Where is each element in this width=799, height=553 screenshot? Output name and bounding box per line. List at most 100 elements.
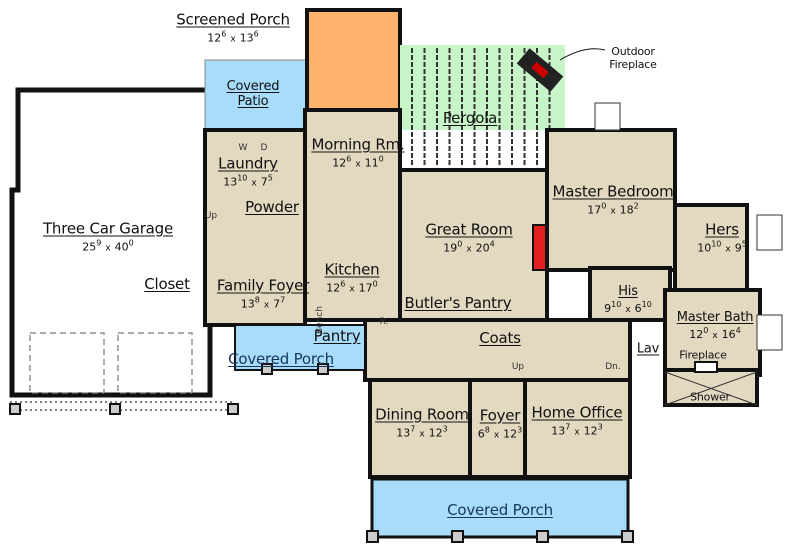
room-name: Family Foyer [216, 276, 310, 295]
dim-feet: 13 [551, 424, 566, 438]
room-label-shower: Shower [690, 391, 730, 404]
room-name: Screened Porch [176, 10, 290, 29]
dim-inches: 10 [611, 300, 622, 309]
room-label-coats: Coats [479, 329, 521, 347]
dim-inches: 0 [378, 154, 384, 164]
room-name: Butler's Pantry [404, 294, 512, 312]
interior-floor [203, 108, 762, 479]
room-name: Morning Rm. [311, 135, 405, 154]
room-name: Coats [479, 329, 521, 347]
dim-inches: 0 [703, 326, 709, 335]
dim-feet: 12 [583, 424, 598, 438]
dim-feet: 17 [587, 203, 602, 217]
room-name: Closet [144, 275, 190, 293]
dim-feet: 7 [273, 297, 281, 311]
dim-separator: x [230, 34, 236, 45]
dim-inches: 3 [597, 422, 603, 432]
bay-windows [594, 102, 783, 351]
room-name: Home Office [531, 403, 623, 422]
dim-inches: 3 [442, 424, 448, 434]
room-name: Shower [690, 390, 730, 404]
dim-separator: x [263, 300, 270, 311]
dim-separator: x [466, 244, 472, 255]
dim-inches: 4 [735, 326, 741, 335]
dim-inches: 0 [457, 239, 463, 249]
covered-porch-side-area [234, 324, 366, 371]
dim-feet: 6 [634, 302, 642, 315]
room-name: Master Bath [676, 310, 754, 325]
dim-inches: 10 [711, 239, 722, 249]
room-name: Covered Porch [228, 350, 334, 368]
dim-feet: 13 [396, 426, 411, 440]
room-name: Dining Room [375, 405, 469, 424]
dim-inches: 9 [96, 238, 102, 248]
dim-feet: 7 [260, 175, 268, 189]
room-name: Lav [636, 341, 660, 357]
room-name: Covered Patio [226, 79, 280, 109]
note-stair-up-main: Up [511, 362, 525, 372]
dim-feet: 17 [358, 281, 373, 295]
dim-feet: 12 [207, 31, 222, 45]
note-stair-dn-main: Dn. [605, 362, 621, 372]
dim-feet: 12 [428, 426, 443, 440]
dim-inches: 0 [601, 201, 607, 211]
dim-separator: x [105, 243, 111, 254]
screened-porch-area [305, 8, 402, 112]
dim-inches: 0 [128, 238, 134, 248]
room-name: Powder [245, 198, 299, 216]
room-name: Covered Porch [447, 501, 553, 519]
dim-feet: 10 [697, 241, 712, 255]
room-name: Great Room [425, 220, 513, 239]
room-label-butlers-pantry: Butler's Pantry [405, 294, 512, 312]
dim-feet: 12 [332, 156, 347, 170]
room-label-covered-porch-side: Covered Porch [228, 350, 334, 368]
room-name: Hers [705, 220, 739, 239]
room-label-covered-porch-front: Covered Porch [447, 501, 553, 519]
dim-feet: 20 [475, 241, 490, 255]
leader-outdoor-fireplace [559, 48, 606, 61]
dim-inches: 10 [237, 173, 248, 183]
room-label-fireplace-bath: Fireplace [679, 349, 727, 362]
note-stair-up-side: Up [204, 211, 218, 221]
dim-feet: 9 [734, 241, 742, 255]
dim-separator: x [610, 206, 616, 217]
dim-feet: 12 [689, 328, 704, 341]
dim-inches: 4 [489, 239, 495, 249]
dim-separator: x [625, 305, 631, 315]
dim-inches: 5 [741, 239, 747, 249]
pergola-beams [411, 48, 551, 165]
dim-feet: 19 [443, 241, 458, 255]
garage-apron-rail [10, 401, 235, 411]
dim-feet: 12 [503, 427, 518, 441]
room-name: Pergola [442, 109, 498, 127]
dim-inches: 7 [410, 424, 416, 434]
dim-separator: x [574, 427, 580, 438]
dim-inches: 6 [340, 279, 346, 289]
covered-patio-area [204, 59, 308, 131]
dim-feet: 25 [82, 240, 97, 254]
dim-separator: x [251, 178, 257, 189]
room-name: Laundry [218, 154, 278, 173]
dim-feet: 13 [240, 297, 255, 311]
room-name: Kitchen [324, 260, 380, 279]
dim-inches: 10 [641, 300, 652, 309]
